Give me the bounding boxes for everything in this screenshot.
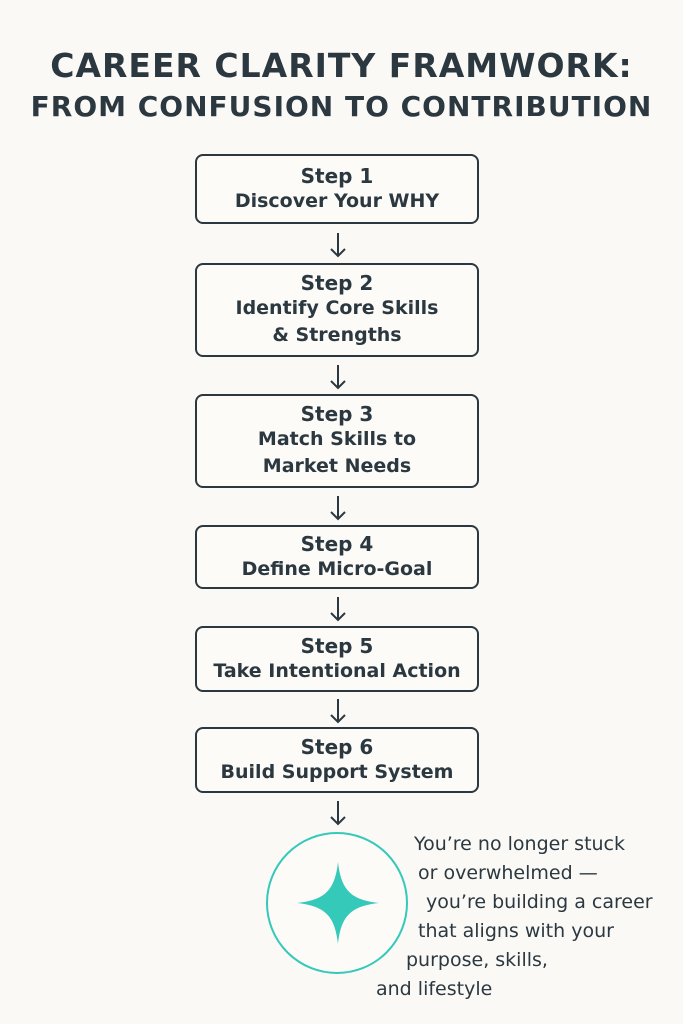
arrow-down-icon (330, 801, 346, 826)
step-number: Step 4 (300, 531, 374, 556)
arrow-down-icon (330, 496, 346, 521)
step-number: Step 1 (300, 163, 374, 188)
message-line: You’re no longer stuck (414, 833, 626, 855)
sparkle-icon (297, 862, 379, 944)
page-title: CAREER CLARITY FRAMWORK: (50, 46, 633, 85)
step-number: Step 2 (300, 271, 374, 295)
arrow-down-icon (330, 233, 346, 258)
step-number: Step 3 (300, 402, 374, 426)
step-number: Step 5 (300, 633, 374, 658)
step-box-1: Step 1 Discover Your WHY (195, 154, 479, 224)
arrow-down-icon (330, 365, 346, 390)
step-box-5: Step 5 Take Intentional Action (195, 626, 479, 692)
step-label: Discover Your WHY (234, 189, 440, 212)
arrow-down-icon (330, 699, 346, 724)
message-line: that aligns with your (418, 920, 614, 942)
message-line: or overwhelmed — (418, 862, 598, 884)
outcome-message: You’re no longer stuck or overwhelmed — … (372, 830, 672, 1004)
page-subtitle: FROM CONFUSION TO CONTRIBUTION (30, 90, 653, 123)
step-box-6: Step 6 Build Support System (195, 727, 479, 793)
step-box-4: Step 4 Define Micro-Goal (195, 525, 479, 589)
message-line: you’re building a career (426, 891, 653, 913)
step-label: Take Intentional Action (213, 659, 461, 682)
step-number: Step 6 (300, 734, 374, 759)
step-label: Identify Core Skills & Strengths (235, 297, 439, 346)
step-label: Match Skills to Market Needs (257, 428, 417, 477)
step-box-3: Step 3 Match Skills to Market Needs (195, 394, 479, 488)
step-label: Define Micro-Goal (241, 557, 433, 580)
arrow-down-icon (330, 597, 346, 622)
step-box-2: Step 2 Identify Core Skills & Strengths (195, 263, 479, 357)
message-line: purpose, skills, (406, 949, 548, 971)
step-label: Build Support System (220, 760, 454, 783)
message-line: and lifestyle (376, 978, 493, 1000)
